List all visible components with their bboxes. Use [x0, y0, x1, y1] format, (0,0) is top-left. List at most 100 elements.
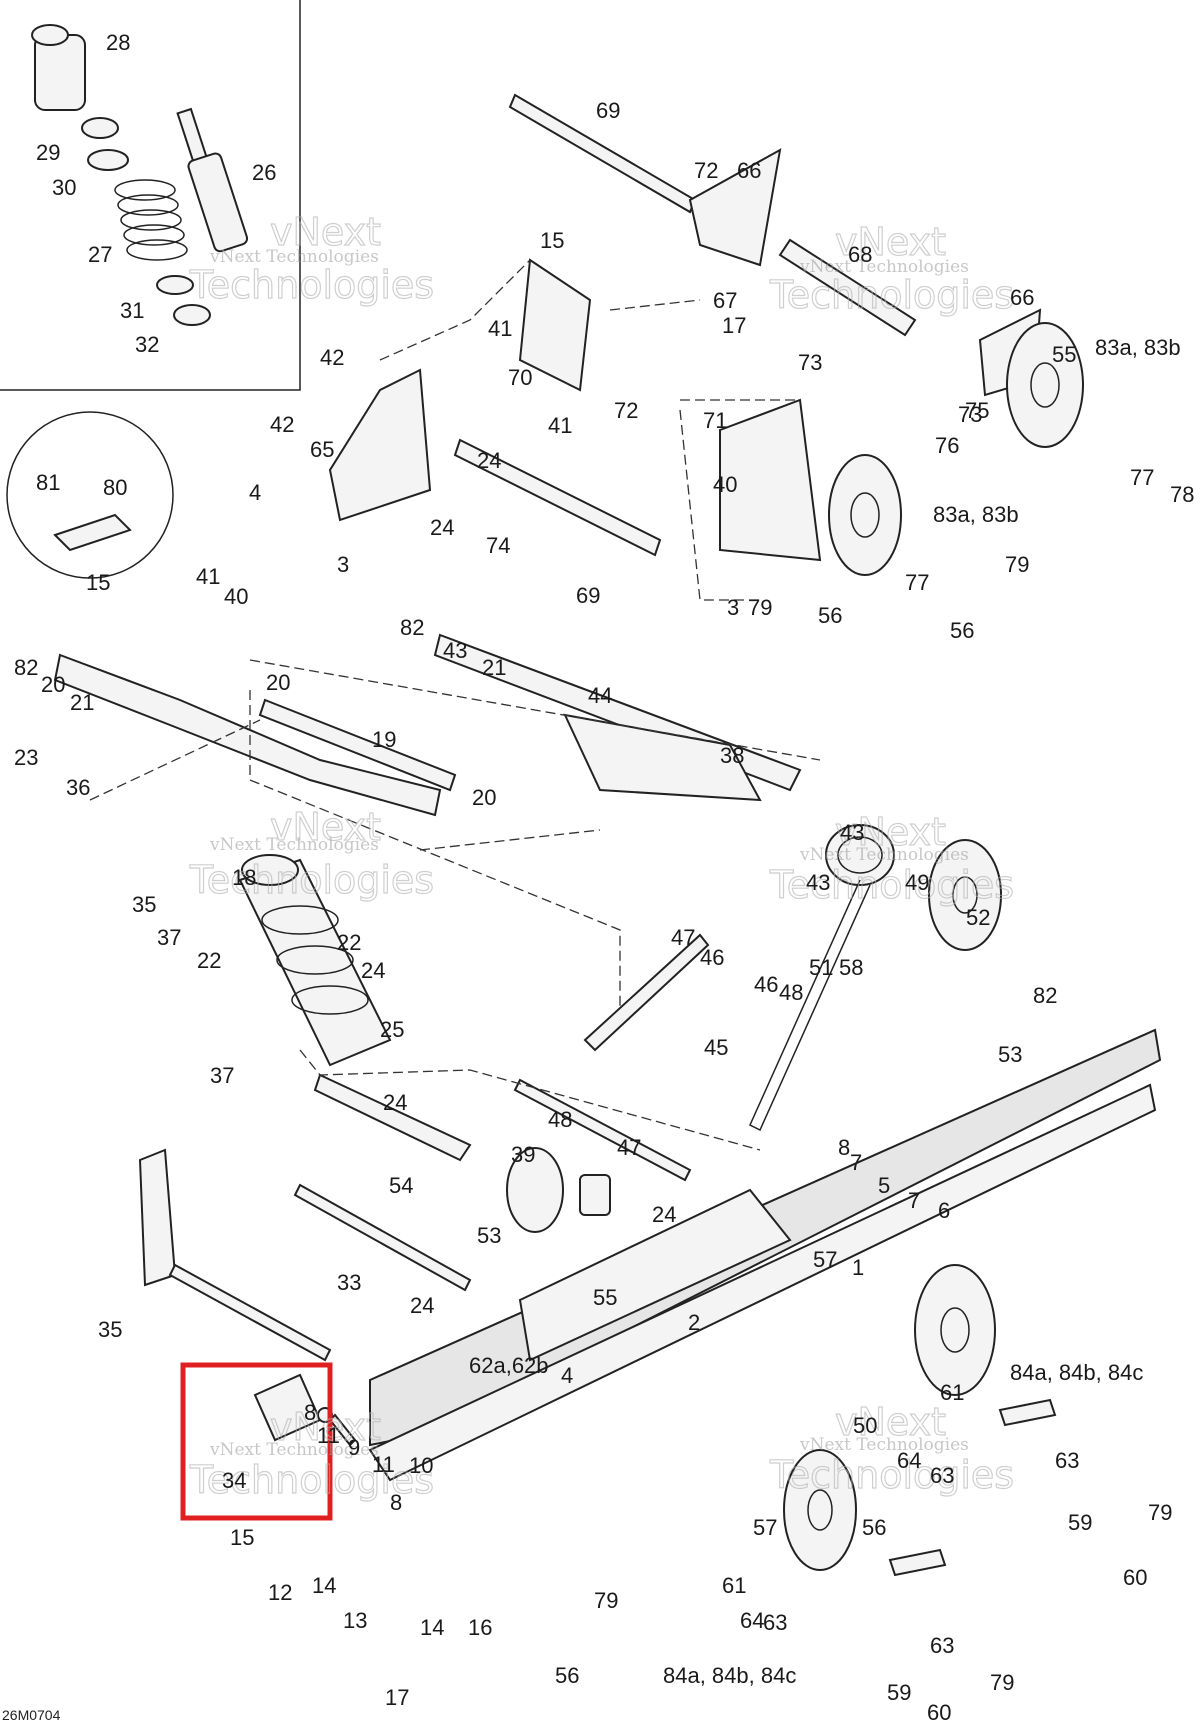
callout-41-top: 41	[488, 316, 512, 341]
callout-35-bottom: 35	[98, 1317, 122, 1342]
callout-56-b: 56	[950, 618, 974, 643]
callout-19: 19	[372, 727, 396, 752]
callout-61-upper: 61	[940, 1380, 964, 1405]
callout-79-b: 79	[748, 595, 772, 620]
callout-66-right: 66	[1010, 285, 1034, 310]
part-21-shaft-left	[53, 653, 442, 817]
watermark-outline-1: vNext	[270, 210, 381, 254]
callout-24-top: 24	[477, 448, 501, 473]
detail-circle	[6, 411, 174, 579]
part-55-spacer	[579, 1174, 611, 1216]
callout-35-top: 35	[132, 892, 156, 917]
callout-75: 75	[965, 398, 989, 423]
watermark-outline-6: Technologies	[189, 858, 434, 902]
callout-66-top: 66	[737, 158, 761, 183]
part-3-bracket	[328, 368, 432, 522]
part-33-shaft	[293, 1183, 472, 1292]
callout-83-mid: 83a, 83b	[933, 502, 1019, 527]
watermark-text-3: vNext Technologies	[209, 835, 379, 855]
part-16-runner	[368, 1083, 1157, 1482]
callout-33: 33	[337, 1270, 361, 1295]
callout-58: 58	[839, 955, 863, 980]
callout-45: 45	[704, 1035, 728, 1060]
callout-60-right: 60	[1123, 1565, 1147, 1590]
callout-21-mid: 21	[482, 655, 506, 680]
callout-56-c: 56	[862, 1515, 886, 1540]
part-27-spring	[114, 179, 188, 261]
callout-74: 74	[486, 533, 510, 558]
callout-59-lower: 59	[887, 1680, 911, 1705]
callout-84-upper: 84a, 84b, 84c	[1010, 1360, 1143, 1385]
part-39-shaft	[513, 1078, 692, 1182]
callout-54: 54	[389, 1173, 413, 1198]
callout-8-left: 8	[304, 1400, 316, 1425]
callout-40-right: 40	[713, 472, 737, 497]
part-3-plate-left	[518, 258, 592, 392]
callout-4-top: 4	[249, 480, 261, 505]
callout-79-c: 79	[1148, 1500, 1172, 1525]
callout-41-left: 41	[196, 564, 220, 589]
callout-24-shock-bottom: 24	[383, 1090, 407, 1115]
callout-34: 34	[222, 1468, 246, 1493]
front-arm	[53, 633, 821, 1020]
part-69-shaft-top	[508, 93, 697, 214]
spring-49-wheel-52	[749, 824, 1002, 1132]
callout-69-top: 69	[596, 98, 620, 123]
callout-51: 51	[809, 955, 833, 980]
callout-37-top: 37	[157, 925, 181, 950]
callout-14-rail: 14	[420, 1615, 444, 1640]
watermarks: vNext Technologies vNext Technologies vN…	[188, 209, 1014, 1502]
watermark-outline-10: Technologies	[189, 1458, 434, 1502]
shock-inset-panel	[0, 0, 301, 391]
wheel-83-upper	[1006, 322, 1084, 448]
watermark-text-5: vNext Technologies	[209, 1440, 379, 1460]
callout-68: 68	[848, 242, 872, 267]
callout-8-rail: 8	[390, 1490, 402, 1515]
callout-32: 32	[135, 332, 159, 357]
part-66-arm-left	[688, 148, 782, 267]
callout-27: 27	[88, 242, 112, 267]
callout-44: 44	[588, 683, 612, 708]
callout-63-lower-left: 63	[763, 1610, 787, 1635]
part-60-bolt-upper	[998, 1398, 1057, 1427]
callout-47-mid: 47	[617, 1135, 641, 1160]
part-35-link	[138, 1148, 177, 1287]
part-31-ring	[156, 275, 194, 295]
part-30-cup	[87, 149, 129, 171]
callout-15-highlight: 15	[230, 1525, 254, 1550]
callout-61-lower: 61	[722, 1573, 746, 1598]
part-69-shaft-lower	[453, 438, 662, 557]
callout-2: 2	[688, 1310, 700, 1335]
part-26-shock	[176, 107, 249, 253]
wheel-84-upper	[914, 1264, 996, 1396]
callout-8-right: 8	[838, 1135, 850, 1160]
callout-49: 49	[905, 870, 929, 895]
callout-36: 36	[66, 775, 90, 800]
slide-rail	[368, 1028, 1162, 1482]
part-80-bracket	[53, 513, 132, 552]
part-34-shaft	[168, 1263, 332, 1362]
callout-22-left: 22	[197, 948, 221, 973]
highlight-box	[180, 1362, 333, 1521]
callout-76: 76	[935, 433, 959, 458]
callout-57-bottom: 57	[753, 1515, 777, 1540]
part-38-arm	[563, 713, 762, 802]
callout-41-mid: 41	[548, 413, 572, 438]
callout-6: 6	[938, 1198, 950, 1223]
callout-10: 10	[409, 1453, 433, 1478]
callout-25: 25	[380, 1017, 404, 1042]
callout-59-right: 59	[1068, 1510, 1092, 1535]
callout-82-left: 82	[14, 655, 38, 680]
callout-3-left: 3	[337, 552, 349, 577]
callout-3-right: 3	[727, 595, 739, 620]
callout-24-mid: 24	[430, 515, 454, 540]
callout-5: 5	[878, 1173, 890, 1198]
callout-17-bottom: 17	[385, 1685, 409, 1710]
part-2-plate	[518, 1188, 792, 1362]
callout-18: 18	[232, 865, 256, 890]
callout-9: 9	[348, 1435, 360, 1460]
callout-31: 31	[120, 298, 144, 323]
callout-55-top: 55	[1052, 342, 1076, 367]
callout-82-right: 82	[1033, 983, 1057, 1008]
callout-20-right: 20	[472, 785, 496, 810]
